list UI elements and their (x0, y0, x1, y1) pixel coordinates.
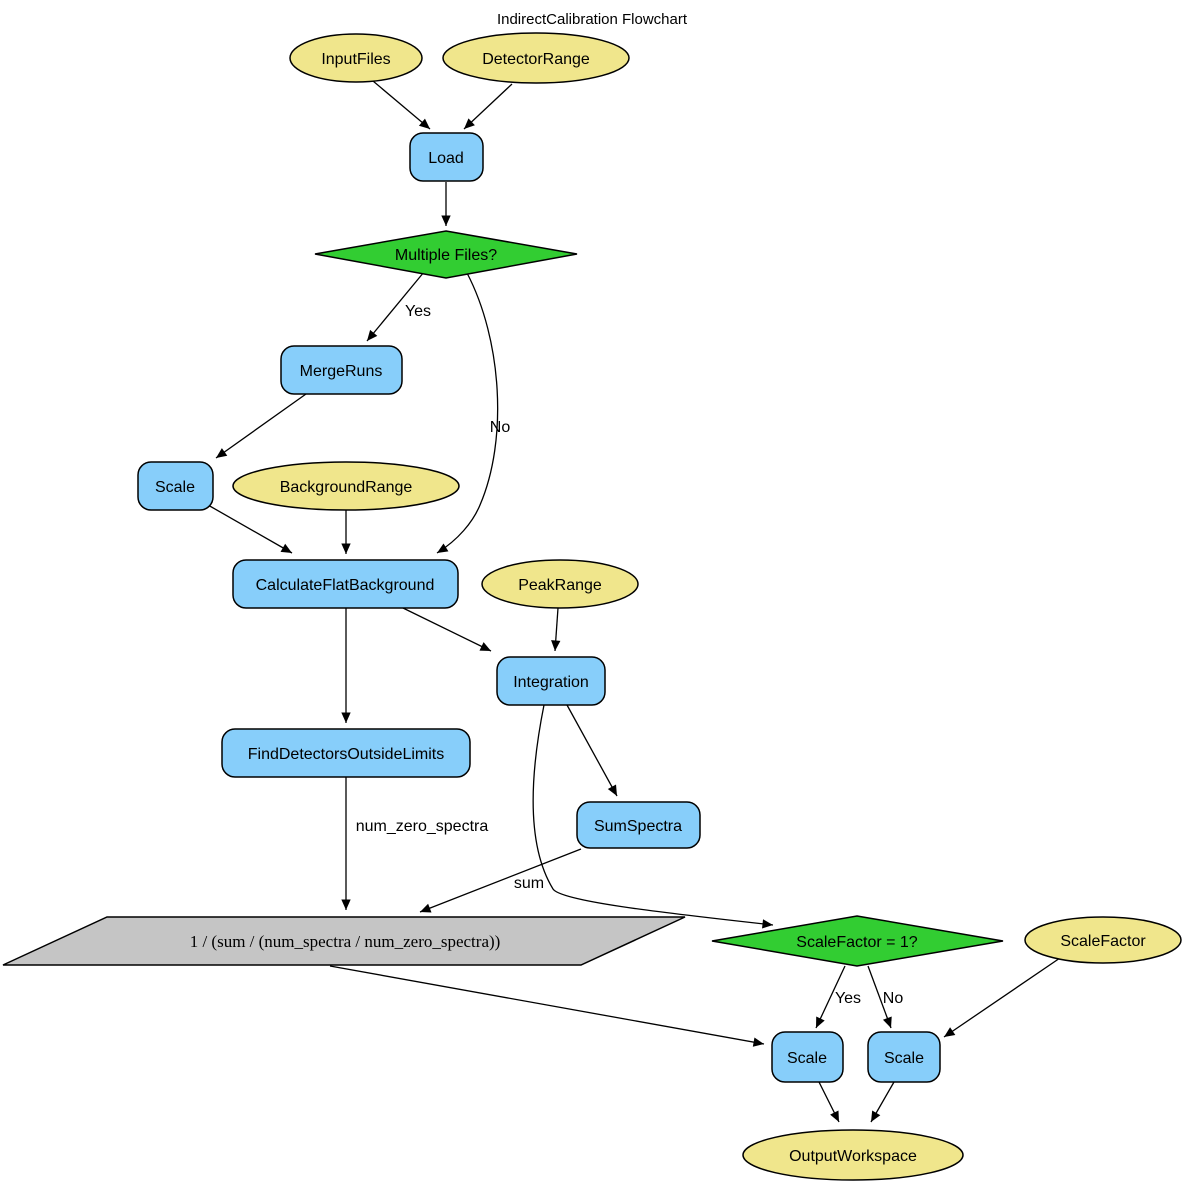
scale-yes-shape (771, 1031, 844, 1083)
edge-labels: Yes No num_zero_spectra sum Yes No (356, 303, 904, 1007)
merge-runs-shape (280, 345, 403, 395)
node-detector-range: DetectorRange (442, 32, 630, 84)
scale-yes-label: Scale (787, 1050, 827, 1067)
edge-label-no-top: No (490, 419, 511, 436)
scale-no-shape (867, 1031, 941, 1083)
find-detectors-outside-limits-shape (221, 728, 471, 778)
load-label: Load (428, 150, 464, 167)
output-workspace-shape (742, 1129, 964, 1181)
edge-scalefactor-scaleno (943, 957, 1061, 1038)
node-scale-no: Scale (867, 1031, 941, 1083)
edge-scalefactorcheck-scaleyes (815, 965, 846, 1029)
edge-scale-calcflatbg (207, 504, 293, 554)
detector-range-label: DetectorRange (482, 51, 590, 68)
formula-label: 1 / (sum / (num_spectra / num_zero_spect… (190, 932, 501, 951)
edge-formula-scaleyes (329, 965, 765, 1047)
edge-mergeruns-scale (215, 393, 307, 459)
node-load: Load (409, 132, 484, 182)
edge-label-yes-bottom: Yes (835, 990, 861, 1007)
sum-spectra-shape (576, 801, 701, 849)
edge-integration-sumspectra (566, 704, 618, 797)
edge-calcflatbg-integration (402, 607, 492, 652)
edge-scaleno-outputworkspace (870, 1081, 895, 1123)
output-workspace-label: OutputWorkspace (789, 1148, 917, 1165)
scale-pre-label: Scale (155, 479, 195, 496)
edge-scaleyes-outputworkspace (818, 1081, 840, 1123)
scale-pre-shape (137, 461, 214, 511)
edge-integration-scalefactorcheck (532, 704, 774, 929)
edge-sumspectra-formula (419, 848, 582, 913)
integration-shape (496, 656, 606, 706)
node-peak-range: PeakRange (481, 559, 639, 609)
edge-multiplefiles-mergeruns-yes (366, 271, 425, 342)
sum-spectra-label: SumSpectra (594, 818, 682, 835)
node-integration: Integration (496, 656, 606, 706)
node-sum-spectra: SumSpectra (576, 801, 701, 849)
calculate-flat-background-shape (232, 559, 459, 609)
node-background-range: BackgroundRange (232, 461, 460, 511)
edge-detectorrange-load (463, 83, 513, 130)
scale-factor-check-shape (711, 915, 1004, 967)
background-range-shape (232, 461, 460, 511)
background-range-label: BackgroundRange (280, 479, 413, 496)
edge-peakrange-integration (551, 607, 561, 652)
edge-multiplefiles-calcflatbg-no (436, 272, 499, 554)
detector-range-shape (442, 32, 630, 84)
peak-range-label: PeakRange (518, 577, 602, 594)
edge-label-num-zero-spectra: num_zero_spectra (356, 818, 489, 835)
formula-shape (2, 916, 686, 966)
calculate-flat-background-label: CalculateFlatBackground (256, 577, 435, 594)
node-merge-runs: MergeRuns (280, 345, 403, 395)
node-calculate-flat-background: CalculateFlatBackground (232, 559, 459, 609)
merge-runs-label: MergeRuns (300, 363, 383, 380)
node-find-detectors-outside-limits: FindDetectorsOutsideLimits (221, 728, 471, 778)
scale-factor-label: ScaleFactor (1060, 933, 1146, 950)
multiple-files-label: Multiple Files? (395, 247, 497, 264)
scale-factor-check-label: ScaleFactor = 1? (796, 934, 918, 951)
edge-label-no-bottom: No (883, 990, 904, 1007)
load-shape (409, 132, 484, 182)
scale-no-label: Scale (884, 1050, 924, 1067)
node-scale-pre: Scale (137, 461, 214, 511)
find-detectors-outside-limits-label: FindDetectorsOutsideLimits (248, 746, 445, 763)
edge-inputfiles-load (372, 80, 431, 130)
node-input-files: InputFiles (289, 33, 423, 83)
edges (207, 80, 1061, 1123)
scale-factor-shape (1024, 916, 1182, 964)
node-scale-factor-check: ScaleFactor = 1? (711, 915, 1004, 967)
page-title: IndirectCalibration Flowchart (497, 11, 688, 28)
edge-label-yes-top: Yes (405, 303, 431, 320)
multiple-files-shape (314, 230, 578, 279)
node-output-workspace: OutputWorkspace (742, 1129, 964, 1181)
peak-range-shape (481, 559, 639, 609)
node-multiple-files: Multiple Files? (314, 230, 578, 279)
edge-label-sum: sum (514, 875, 544, 892)
input-files-shape (289, 33, 423, 83)
node-scale-factor: ScaleFactor (1024, 916, 1182, 964)
integration-label: Integration (513, 674, 589, 691)
node-formula: 1 / (sum / (num_spectra / num_zero_spect… (2, 916, 686, 966)
input-files-label: InputFiles (321, 51, 390, 68)
node-scale-yes: Scale (771, 1031, 844, 1083)
edge-scalefactorcheck-scaleno (867, 965, 892, 1029)
